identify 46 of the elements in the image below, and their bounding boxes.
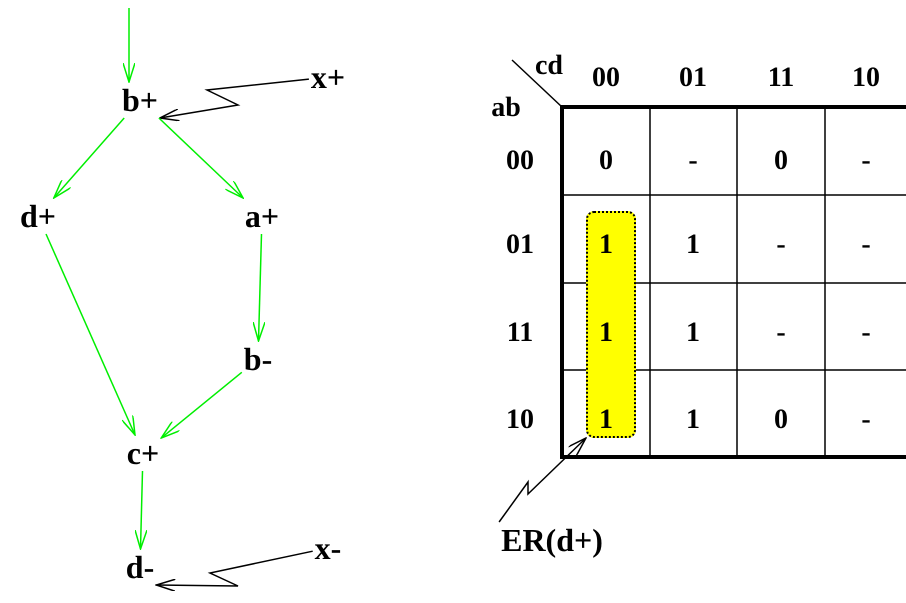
event-label: x- — [312, 530, 344, 566]
axis-label: cd — [535, 52, 563, 80]
event-label: x+ — [308, 59, 348, 95]
column-header: 10 — [852, 64, 880, 92]
row-header: 01 — [506, 231, 534, 259]
column-header: 00 — [592, 64, 620, 92]
event-label: b+ — [120, 82, 160, 118]
arrow — [160, 372, 242, 439]
row-header: 00 — [506, 147, 534, 175]
zigzag-arrow — [159, 78, 309, 122]
highlighted-region — [586, 211, 636, 438]
cell-value: 1 — [599, 231, 613, 259]
cell-value: - — [861, 319, 871, 347]
cell-value: 1 — [686, 231, 700, 259]
column-header: 01 — [679, 64, 707, 92]
cell-value: 1 — [599, 319, 613, 347]
zigzag-arrow — [155, 550, 313, 592]
cell-value: - — [776, 319, 786, 347]
cell-value: 1 — [599, 406, 613, 434]
event-label: a+ — [242, 198, 282, 234]
arrow — [45, 234, 136, 436]
row-header: 11 — [506, 319, 534, 347]
arrow — [158, 117, 244, 199]
cell-value: 0 — [599, 147, 613, 175]
region-label: ER(d+) — [499, 522, 605, 558]
axis-label: ab — [491, 94, 521, 122]
event-label: c+ — [124, 435, 162, 471]
event-label: d- — [124, 549, 156, 585]
cell-value: 0 — [774, 147, 788, 175]
event-label: d+ — [18, 198, 58, 234]
column-header: 11 — [768, 64, 794, 92]
arrow — [134, 470, 148, 550]
arrow — [122, 8, 136, 83]
cell-value: 1 — [686, 406, 700, 434]
cell-value: - — [861, 406, 871, 434]
row-header: 10 — [506, 406, 534, 434]
arrow — [252, 234, 266, 342]
arrow — [53, 118, 125, 199]
cell-value: 1 — [686, 319, 700, 347]
cell-value: - — [776, 231, 786, 259]
zigzag-arrow — [498, 437, 587, 522]
cell-value: - — [861, 147, 871, 175]
cell-value: - — [861, 231, 871, 259]
cell-value: - — [688, 147, 698, 175]
cell-value: 0 — [774, 406, 788, 434]
event-label: b- — [242, 341, 274, 377]
